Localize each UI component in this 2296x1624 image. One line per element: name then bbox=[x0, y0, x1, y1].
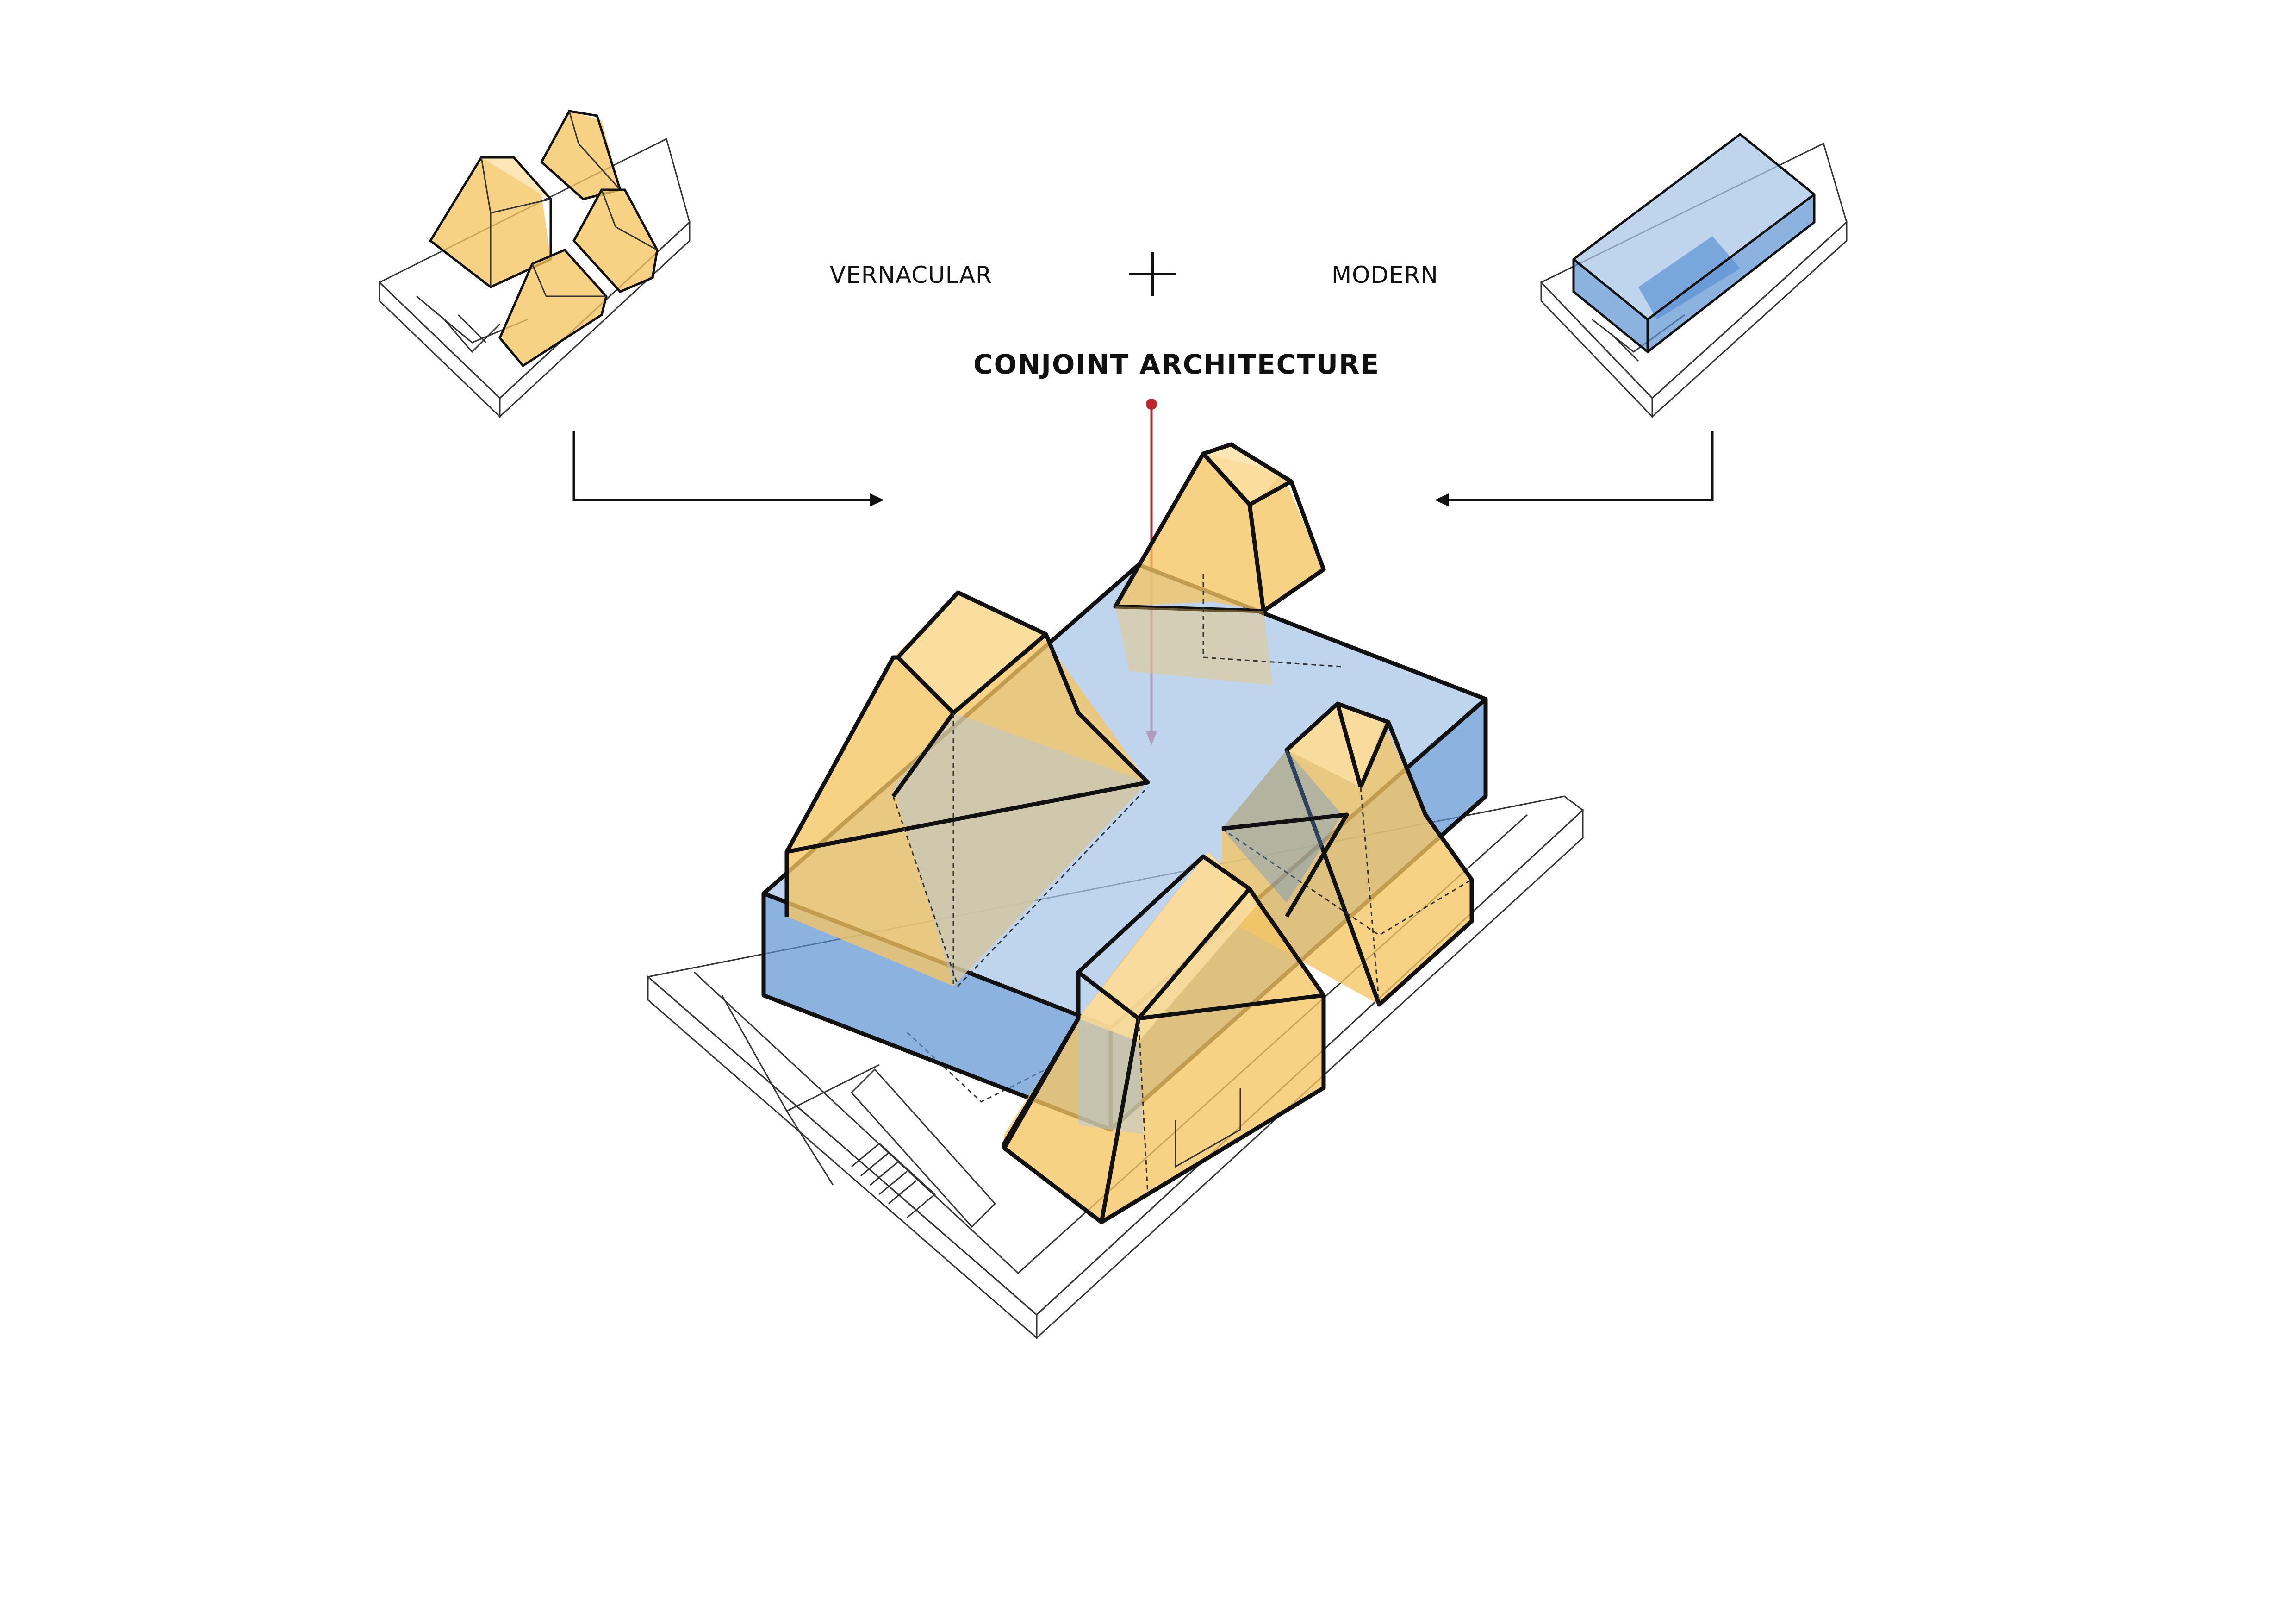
arrow-right-icon bbox=[572, 431, 884, 506]
plus-icon bbox=[1129, 252, 1176, 296]
modern-model bbox=[1540, 132, 1848, 418]
modern-label: MODERN bbox=[1332, 262, 1438, 288]
vernacular-label: VERNACULAR bbox=[830, 262, 992, 288]
conjoint-model bbox=[646, 442, 1584, 1340]
arrow-left-icon bbox=[1435, 431, 1714, 506]
conjoint-title: CONJOINT ARCHITECTURE bbox=[973, 349, 1380, 380]
vernacular-model bbox=[378, 110, 691, 418]
